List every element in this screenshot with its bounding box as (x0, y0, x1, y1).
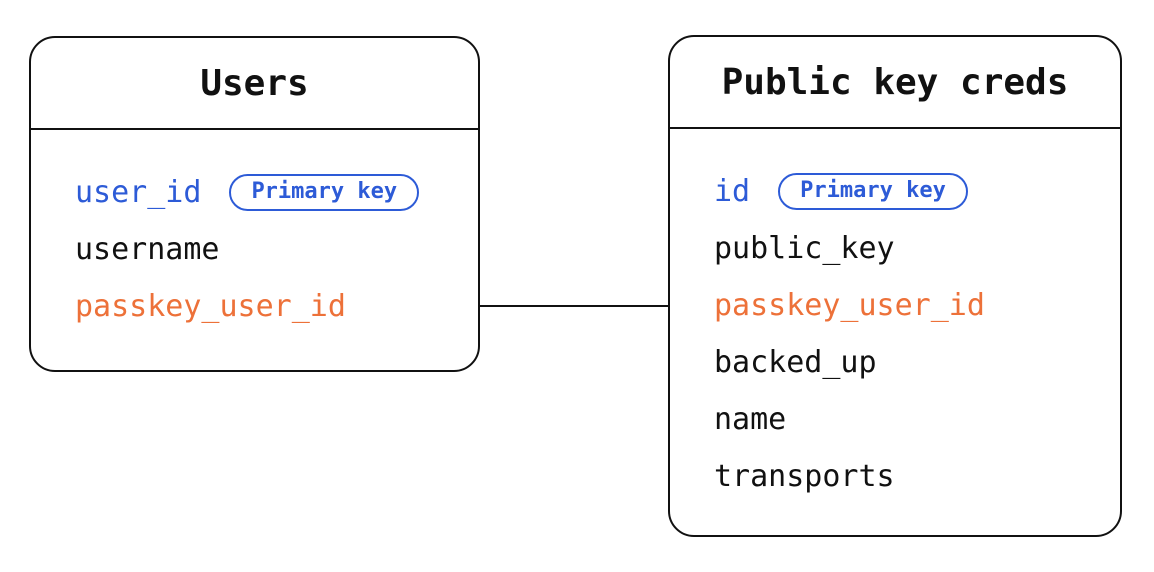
field-name-user-id: user_id (75, 175, 202, 210)
field-name-name: name (714, 402, 787, 437)
public-key-creds-table-title: Public key creds (721, 61, 1069, 103)
field-name-public-key: public_key (714, 231, 895, 266)
field-row-user-id: user_id Primary key (75, 164, 478, 221)
users-table-header: Users (31, 38, 478, 130)
field-row-public-key: public_key (714, 220, 1120, 277)
field-row-passkey-user-id: passkey_user_id (75, 278, 478, 335)
field-name-backed-up: backed_up (714, 345, 877, 380)
field-name-passkey-user-id: passkey_user_id (75, 289, 346, 324)
users-table-body: user_id Primary key username passkey_use… (31, 130, 478, 335)
field-row-id: id Primary key (714, 163, 1120, 220)
users-table-title: Users (200, 62, 309, 104)
primary-key-badge: Primary key (778, 173, 968, 210)
relationship-line (480, 305, 668, 307)
field-name-transports: transports (714, 459, 895, 494)
users-table: Users user_id Primary key username passk… (29, 36, 480, 372)
field-row-username: username (75, 221, 478, 278)
primary-key-badge: Primary key (229, 174, 420, 211)
field-row-passkey-user-id: passkey_user_id (714, 277, 1120, 334)
field-name-username: username (75, 232, 220, 267)
field-row-backed-up: backed_up (714, 334, 1120, 391)
field-row-name: name (714, 391, 1120, 448)
field-name-id: id (714, 174, 751, 209)
public-key-creds-table-body: id Primary key public_key passkey_user_i… (670, 129, 1120, 505)
field-name-passkey-user-id: passkey_user_id (714, 288, 985, 323)
public-key-creds-table-header: Public key creds (670, 37, 1120, 129)
field-row-transports: transports (714, 448, 1120, 505)
public-key-creds-table: Public key creds id Primary key public_k… (668, 35, 1122, 537)
